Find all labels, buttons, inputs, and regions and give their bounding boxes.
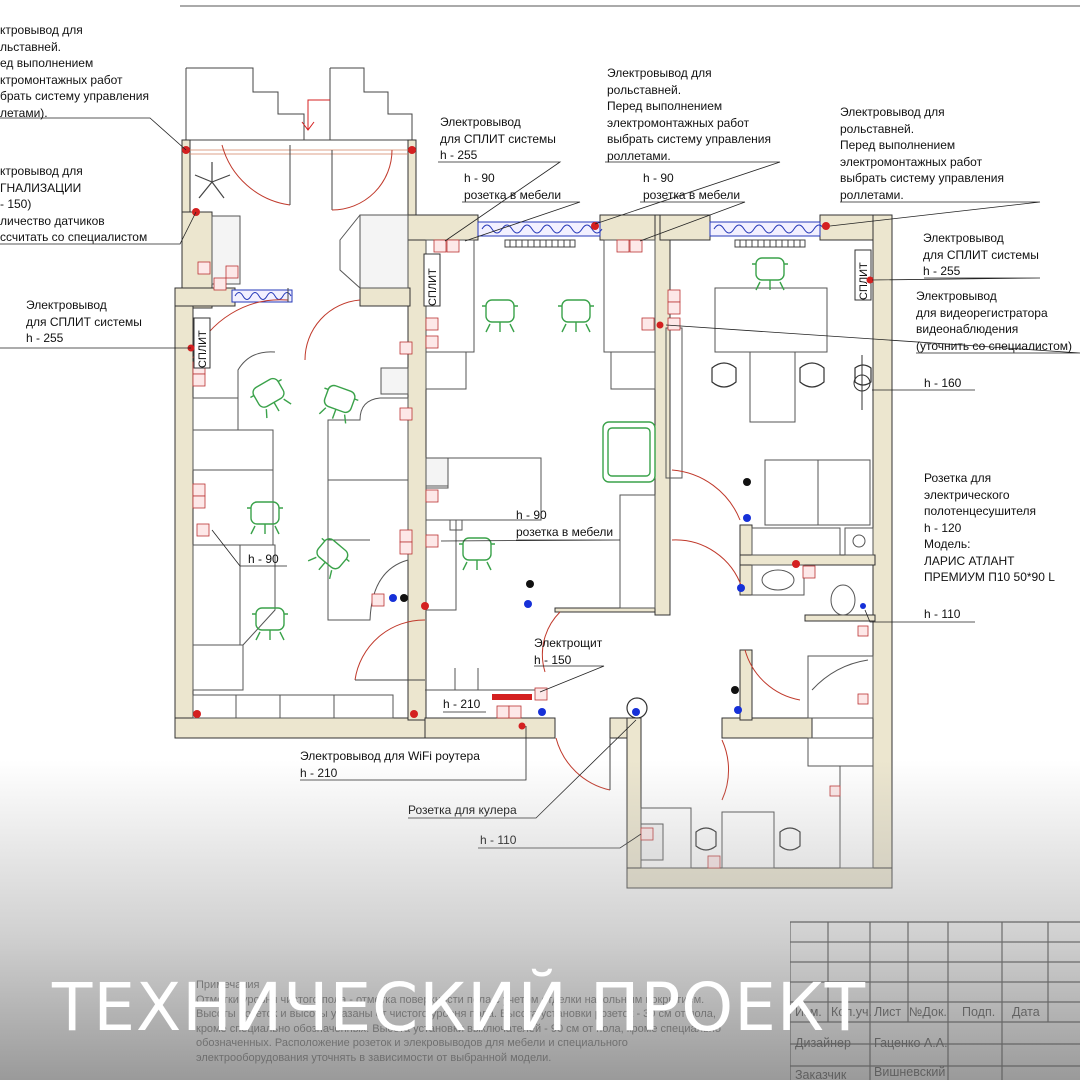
stairs bbox=[185, 67, 413, 141]
stamp-client-name: Вишневский bbox=[874, 1065, 946, 1079]
label-h160: h - 160 bbox=[924, 376, 962, 390]
label-h110-bottom: h - 110 bbox=[480, 833, 517, 847]
stamp-header-podp: Подп. bbox=[962, 1005, 996, 1019]
label-alarm: ктровывод для ГНАЛИЗАЦИИ - 150) личество… bbox=[0, 164, 148, 244]
video-camera-icon bbox=[853, 355, 871, 410]
split-tag-right: СПЛИТ bbox=[858, 262, 870, 300]
furniture bbox=[192, 214, 874, 869]
walls bbox=[174, 214, 893, 889]
label-h90-left: h - 90 bbox=[248, 552, 279, 566]
label-split-mid: Электровывод для СПЛИТ системы h - 255 bbox=[440, 115, 556, 162]
label-socket-furniture-3: h - 90 розетка в мебели bbox=[516, 508, 614, 539]
radiators bbox=[504, 239, 806, 248]
label-socket-furniture-2: h - 90 розетка в мебели bbox=[643, 171, 741, 202]
split-units bbox=[193, 249, 872, 369]
switches bbox=[389, 478, 866, 716]
ceiling-fan-icon bbox=[194, 162, 231, 199]
label-cooler: Розетка для кулера bbox=[408, 803, 517, 817]
label-socket-furniture-1: h - 90 розетка в мебели bbox=[464, 171, 562, 202]
dining-chairs bbox=[695, 362, 872, 851]
label-towel-dryer: Розетка для электрического полотенцесуши… bbox=[924, 471, 1055, 584]
cooler-icon bbox=[626, 697, 648, 719]
label-panel: Электрощит h - 150 bbox=[534, 636, 603, 667]
label-video-recorder: Электровывод для видеорегистратора видео… bbox=[916, 289, 1072, 353]
electrical-markers bbox=[182, 146, 874, 730]
label-split-right: Электровывод для СПЛИТ системы h - 255 bbox=[923, 231, 1039, 278]
label-rollets-top-left: ктровывод для льставней. ед выполнением … bbox=[0, 23, 149, 120]
label-rollets-mid: Электровывод для рольставней. Перед выпо… bbox=[607, 66, 771, 163]
split-tag-mid: СПЛИТ bbox=[427, 268, 439, 306]
stamp-designer-name: Гаценко А.А. bbox=[874, 1036, 948, 1050]
stamp-header-list: Лист bbox=[874, 1005, 902, 1019]
office-chairs bbox=[247, 257, 788, 641]
split-tag-left: СПЛИТ bbox=[197, 330, 209, 368]
label-wifi: Электровывод для WiFi роутера h - 210 bbox=[300, 749, 480, 780]
stamp-header-date: Дата bbox=[1012, 1005, 1040, 1019]
rollet-windows bbox=[231, 221, 825, 303]
label-split-left: Электровывод для СПЛИТ системы h - 255 bbox=[26, 298, 142, 345]
banner-title: ТЕХНИЧЕСКИЙ ПРОЕКТ bbox=[52, 969, 867, 1046]
label-rollets-right: Электровывод для рольставней. Перед выпо… bbox=[840, 105, 1004, 202]
label-h110-right: h - 110 bbox=[924, 607, 961, 621]
sockets bbox=[192, 239, 869, 869]
stamp-header-ndoc: №Док. bbox=[909, 1005, 947, 1019]
label-h210: h - 210 bbox=[443, 697, 481, 711]
